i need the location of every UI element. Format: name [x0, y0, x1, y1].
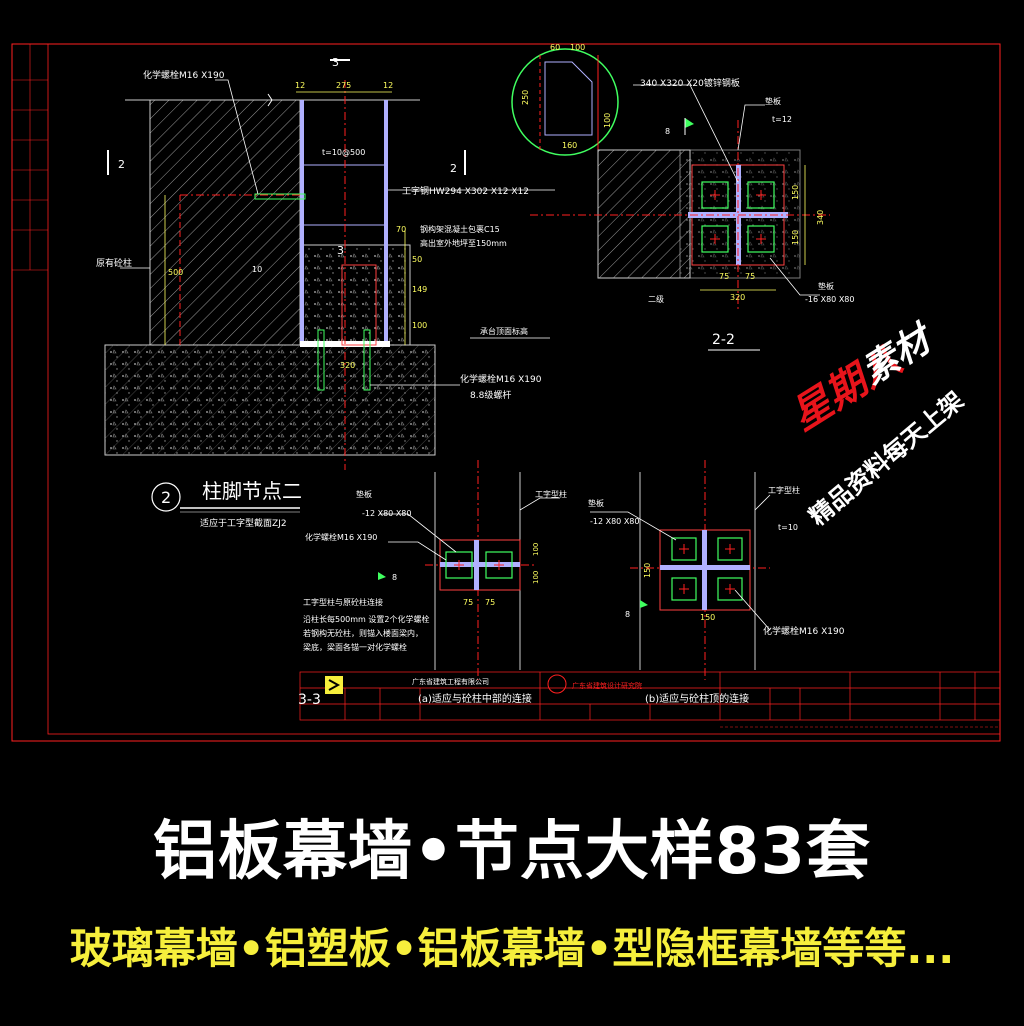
- dim-150a: 150: [791, 185, 800, 200]
- concrete-encasement: [299, 244, 411, 346]
- dim-320: 320: [340, 361, 355, 370]
- anchor-b4: [717, 577, 743, 601]
- chemical-bolt-left: [317, 329, 325, 391]
- label-3-top: 3: [332, 56, 339, 69]
- a-75a: 75: [463, 598, 473, 607]
- column-foot-detail: 3 2 2 3 12 275 12 化学螺栓M16 X190 t=10@500 …: [96, 56, 555, 529]
- a-bolt: 化学螺栓M16 X190: [305, 532, 377, 542]
- b-shim: 垫板: [588, 498, 604, 508]
- caption-a: (a)适应与砼柱中部的连接: [418, 692, 532, 705]
- bolt-bottom-label-2: 8.8级螺杆: [470, 389, 511, 401]
- gusset-100: 100: [570, 43, 585, 52]
- gusset-detail: 60 100 250 100 160: [511, 43, 619, 156]
- a-ibeam: 工字型柱: [535, 489, 567, 499]
- section-3-3a: 垫板 -12 X80 X80 工字型柱 化学螺栓M16 X190 8 100 1…: [303, 460, 567, 680]
- a-note-1: 沿柱长每500mm 设置2个化学螺栓: [303, 614, 430, 624]
- weld-8: 8: [665, 127, 670, 136]
- existing-column-label: 原有砼柱: [96, 257, 132, 269]
- dim-150b: 150: [791, 230, 800, 245]
- i-beam-right-flange: [384, 100, 388, 345]
- dim-75a: 75: [719, 272, 729, 281]
- a-75b: 75: [485, 598, 495, 607]
- gusset-160: 160: [562, 141, 577, 150]
- detail-title: 柱脚节点二: [202, 479, 302, 503]
- dim-340: 340: [816, 210, 825, 225]
- left-margin-strip: [12, 44, 48, 271]
- a-shim-size: -12 X80 X80: [362, 509, 411, 518]
- bolt-top-label: 化学螺栓M16 X190: [143, 69, 225, 81]
- tb-company: 广东省建筑设计研究院: [572, 681, 642, 690]
- label-2-left: 2: [118, 158, 125, 171]
- detail-number-circle: [151, 482, 181, 512]
- concrete-note-2: 高出室外地坪至150mm: [420, 238, 507, 248]
- b-150: 150: [643, 563, 652, 578]
- dim-70: 70: [396, 225, 406, 234]
- shim2-label: 垫板: [818, 281, 834, 291]
- dim-100: 100: [412, 321, 427, 330]
- stiffener-label: t=10@500: [322, 148, 365, 157]
- bolt-bottom-label-1: 化学螺栓M16 X190: [460, 373, 542, 385]
- gusset-60: 60: [550, 43, 560, 52]
- anchor-b1: [671, 537, 697, 561]
- a-note-2: 若钢构无砼柱，则锚入楼面梁内，: [303, 628, 423, 638]
- detail-number: 2: [161, 488, 171, 507]
- label-3-mid: 3: [337, 244, 344, 257]
- dim-50: 50: [412, 255, 422, 264]
- anchor-b2: [717, 537, 743, 561]
- a-weld: 8: [392, 573, 397, 582]
- section-33-label: 3-3: [298, 692, 321, 708]
- b-t10: t=10: [778, 523, 798, 532]
- b-weld: 8: [625, 610, 630, 619]
- banner-title: 铝板幕墙•节点大样83套: [153, 815, 871, 889]
- dim-275: 275: [336, 81, 351, 90]
- a-note-title: 工字型柱与原砼柱连接: [303, 597, 383, 607]
- level2-label: 二级: [648, 294, 664, 304]
- shim-label: 垫板: [765, 96, 781, 106]
- i-beam-left-flange: [300, 100, 304, 345]
- anchor-a2: [485, 551, 513, 579]
- section-3-3b: 垫板 -12 X80 X80 工字型柱 t=10 150 150 8 化学螺栓M…: [588, 460, 845, 680]
- gusset-100b: 100: [603, 113, 612, 128]
- dim-75b: 75: [745, 272, 755, 281]
- label-2-right: 2: [450, 162, 457, 175]
- dim-10: 10: [252, 265, 262, 274]
- tb-logo: [325, 676, 343, 694]
- i-beam-label: 工字钢HW294 X302 X12 X12: [402, 185, 529, 197]
- detail-note: 适应于工字型截面ZJ2: [200, 517, 287, 529]
- a-note-3: 梁底，梁面各锚一对化学螺栓: [303, 642, 407, 652]
- sheet-inner-border: [47, 43, 1001, 735]
- caption-b: (b)适应与砼柱顶的连接: [645, 692, 749, 705]
- shim2-size: -16 X80 X80: [805, 295, 854, 304]
- a-100a: 100: [532, 543, 540, 556]
- cad-drawing: 3 2 2 3 12 275 12 化学螺栓M16 X190 t=10@500 …: [11, 43, 1001, 742]
- dim-320b: 320: [730, 293, 745, 302]
- concrete-note-1: 钢构架混凝土包裹C15: [420, 224, 500, 234]
- b-shim-size: -12 X80 X80: [590, 517, 639, 526]
- existing-column: [149, 99, 301, 346]
- dim-12b: 12: [383, 81, 393, 90]
- dim-149: 149: [412, 285, 427, 294]
- tb-company-2: 广东省建筑工程有限公司: [412, 677, 489, 686]
- b-bolt: 化学螺栓M16 X190: [763, 625, 845, 637]
- dim-500: 500: [168, 268, 183, 277]
- a-100b: 100: [532, 571, 540, 584]
- anchor-plates-22: [701, 181, 775, 253]
- section-2-2: 340 X320 X20镀锌钢板 垫板 t=12 8 150 150 340 7…: [530, 77, 854, 351]
- t12-label: t=12: [772, 115, 792, 124]
- b-ibeam: 工字型柱: [768, 485, 800, 495]
- section-22-label: 2-2: [712, 332, 735, 348]
- b-150b: 150: [700, 613, 715, 622]
- anchor-b3: [671, 577, 697, 601]
- gusset-250: 250: [521, 90, 530, 105]
- chemical-bolt-top: [254, 193, 306, 200]
- banner-subtitle: 玻璃幕墙•铝塑板•铝板幕墙•型隐框幕墙等等...: [69, 924, 955, 973]
- cap-top-label: 承台顶面标高: [480, 326, 528, 336]
- anchor-a1: [445, 551, 473, 579]
- a-shim: 垫板: [356, 489, 372, 499]
- title-block: [299, 671, 1001, 721]
- chemical-bolt-right: [363, 329, 371, 391]
- tb-company-logo-icon: [547, 674, 567, 694]
- plate-top-label: 340 X320 X20镀锌钢板: [640, 77, 740, 89]
- dim-12a: 12: [295, 81, 305, 90]
